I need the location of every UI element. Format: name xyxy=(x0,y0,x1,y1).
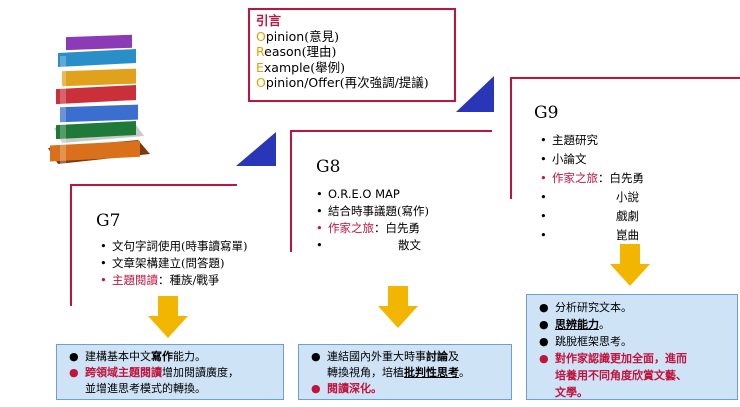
g9-item: •崑曲 xyxy=(540,228,639,242)
g8-down-arrow-icon xyxy=(378,286,418,328)
g9-item: •戲劇 xyxy=(540,209,639,223)
intro-title: 引言 xyxy=(256,13,282,28)
g9-outcome-item: ●對作家認識更加全面，進而 xyxy=(539,352,687,365)
step-triangle-2 xyxy=(456,76,494,112)
g9-item: •小論文 xyxy=(540,152,587,166)
g9-outcome-item: ●分析研究文本。 xyxy=(539,301,632,314)
g7-down-arrow-icon xyxy=(148,296,188,338)
g8-item: •作家之旅：白先勇 xyxy=(316,221,420,235)
g9-outcome-box: ●分析研究文本。 ●思辨能力。 ●跳脫框架思考。 ●對作家認識更加全面，進而 培… xyxy=(526,294,738,400)
g8-item: •散文 xyxy=(316,238,421,252)
g7-title: G7 xyxy=(96,211,121,231)
g8-list: •O.R.E.O MAP •結合時事議題(寫作) •作家之旅：白先勇 •散文 xyxy=(316,186,429,254)
intro-row-offer: Opinion/Offer(再次強調/提議) xyxy=(256,75,429,90)
g7-stem xyxy=(70,184,72,304)
g8-step-outline xyxy=(290,130,492,252)
g9-down-arrow-icon xyxy=(610,244,650,286)
g7-item: •文句字詞使用(時事讀寫單) xyxy=(100,239,248,253)
g8-outcome-item: ●閱讀深化。 xyxy=(311,382,382,395)
g8-item: •結合時事議題(寫作) xyxy=(316,204,429,218)
g9-item: •小說 xyxy=(540,190,639,204)
g9-outcome-item: 文學。 xyxy=(555,386,588,399)
g7-item: •文章架構建立(問答題) xyxy=(100,256,225,270)
books-illustration xyxy=(48,34,150,166)
g8-outcome-item: 轉換視角，培植批判性思考。 xyxy=(327,366,470,379)
g9-list: •主題研究 •小論文 •作家之旅：白先勇 •小說 •戲劇 •崑曲 xyxy=(540,131,644,245)
intro-row-example: Example(舉例) xyxy=(256,59,346,75)
g8-outcome-box: ●連結國內外重大時事討論及 轉換視角，培植批判性思考。 ●閱讀深化。 xyxy=(298,344,512,400)
g9-outcome-item: ●思辨能力。 xyxy=(539,318,610,331)
g9-outcome-item: 培養用不同角度欣賞文藝、 xyxy=(555,369,687,382)
g9-outcome-item: ●跳脫框架思考。 xyxy=(539,335,632,348)
g7-outcome-item: 並增進思考模式的轉換。 xyxy=(85,382,206,395)
intro-row-reason: Reason(理由) xyxy=(256,44,337,59)
intro-box: 引言 Opinion(意見) Reason(理由) Example(舉例) Op… xyxy=(248,8,456,102)
g7-outcome-box: ●建構基本中文寫作能力。 ●跨領域主題閱讀增加閱讀廣度， 並增進思考模式的轉換。 xyxy=(56,344,284,400)
g8-item: •O.R.E.O MAP xyxy=(316,187,400,201)
intro-row-opinion: Opinion(意見) xyxy=(256,28,339,44)
g9-item: •作家之旅：白先勇 xyxy=(540,171,644,185)
g9-step-outline xyxy=(510,77,740,199)
g7-outcome-item: ●跨領域主題閱讀增加閱讀廣度， xyxy=(69,366,239,379)
g7-list: •文句字詞使用(時事讀寫單) •文章架構建立(問答題) •主題閱讀：種族/戰爭 xyxy=(100,238,247,289)
g7-outcome-item: ●建構基本中文寫作能力。 xyxy=(69,350,206,363)
g8-title: G8 xyxy=(316,157,341,177)
g7-item: •主題閱讀：種族/戰爭 xyxy=(100,273,220,287)
g9-item: •主題研究 xyxy=(540,133,598,147)
g8-outcome-item: ●連結國內外重大時事討論及 xyxy=(311,350,459,363)
g9-title: G9 xyxy=(534,103,559,123)
step-triangle-1 xyxy=(236,132,276,166)
